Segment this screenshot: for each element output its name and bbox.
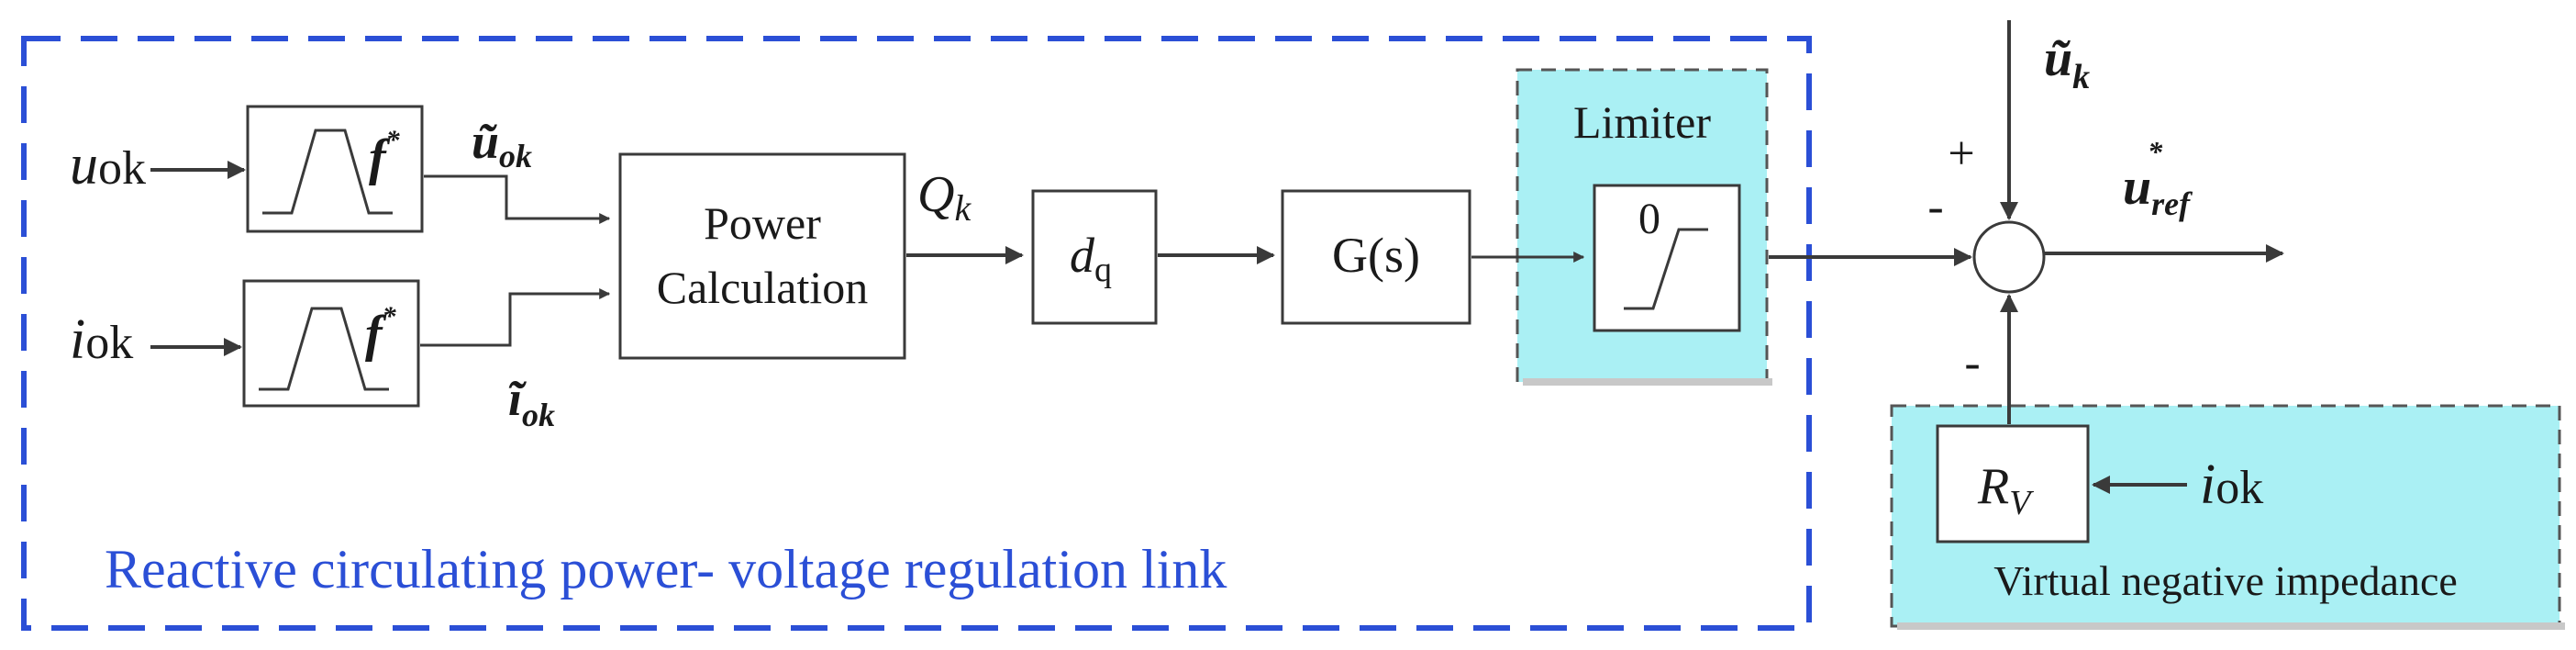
plus-sign-top: + (1948, 128, 1974, 180)
gs-label: G(s) (1332, 228, 1420, 283)
minus-sign-bottom: - (1964, 337, 1980, 389)
limiter-shadow (1523, 378, 1772, 386)
virtual-impedance-shadow (1897, 622, 2565, 630)
i-tilde-ok-label: ĩok (508, 371, 555, 433)
gs-block (1281, 189, 1471, 325)
bandpass-shape-bottom (259, 307, 389, 391)
rv-block (1936, 424, 2090, 544)
limiter-title: Limiter (1573, 96, 1711, 148)
power-calc-line1: Power (704, 197, 821, 249)
u-k-tilde-label: ũk (2044, 30, 2090, 96)
virtual-impedance-label: Virtual negative impedance (1993, 557, 2458, 604)
limiter-block (1593, 184, 1741, 332)
u-ref-label: uref* (2123, 135, 2193, 222)
saturation-shape (1624, 228, 1708, 310)
bandpass-shape-top (262, 129, 393, 215)
i-ok-input-label: iok (70, 308, 133, 371)
power-calculation-block (618, 152, 906, 360)
dq-label: dq (1070, 228, 1112, 289)
q-k-label: Qk (917, 166, 972, 229)
filter-block-top (246, 105, 424, 233)
summing-junction (1972, 220, 2046, 294)
power-calc-line2: Calculation (657, 262, 869, 313)
dq-block (1031, 189, 1158, 325)
reactive-link-label: Reactive circulating power- voltage regu… (105, 539, 1227, 600)
filter-block-bottom (242, 279, 420, 408)
u-ok-input-label: uok (70, 134, 146, 196)
reactive-link-region (21, 36, 1812, 631)
i-tilde-connector (420, 288, 611, 347)
rv-label: RV (1977, 458, 2034, 522)
i-ok-right-label: iok (2200, 454, 2263, 516)
minus-sign-left: - (1927, 181, 1943, 233)
u-tilde-ok-label: ũok (472, 114, 532, 174)
u-tilde-connector (424, 174, 611, 224)
limiter-zero: 0 (1638, 195, 1660, 243)
